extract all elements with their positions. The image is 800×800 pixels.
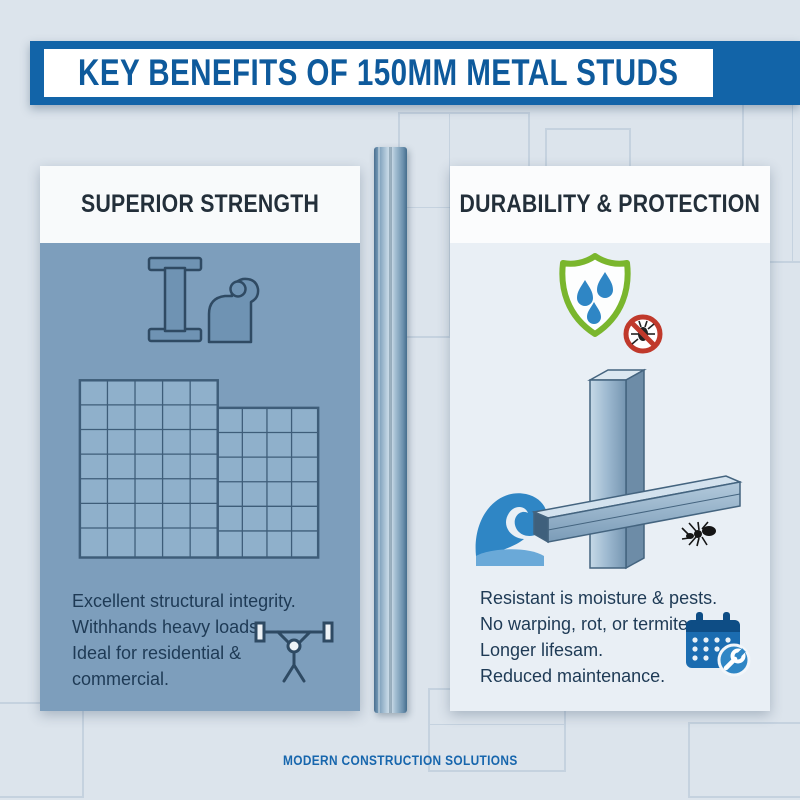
panel-superior-strength: SUPERIOR STRENGTH: [40, 166, 360, 711]
metal-stud-divider-illustration: [374, 147, 407, 713]
steel-frame-building-illustration: [78, 379, 320, 559]
right-panel-header: DURABILITY & PROTECTION: [450, 166, 770, 243]
benefit-line: commercial.: [72, 669, 170, 689]
blueprint-outline: [688, 722, 800, 798]
benefit-line: Withhands heavy loads.: [72, 617, 264, 637]
water-drop-icon: [577, 272, 613, 324]
footer: MODERN CONSTRUCTION SOLUTIONS: [0, 752, 800, 770]
ant-icon: [681, 521, 716, 547]
weightlifter-icon: [254, 621, 334, 683]
right-benefits-text: Resistant is moisture & pests. No warpin…: [480, 585, 717, 689]
calendar-wrench-icon: [686, 612, 751, 677]
benefit-line: Ideal for residential &: [72, 643, 242, 663]
benefit-line: Longer lifesam.: [480, 640, 604, 660]
benefit-line: No warping, rot, or termites.: [480, 614, 703, 634]
vertical-stud-icon: [587, 368, 647, 570]
header-banner: KEY BENEFITS OF 150MM METAL STUDS: [30, 41, 800, 105]
benefit-line: Excellent structural integrity.: [72, 591, 296, 611]
left-benefits-text: Excellent structural integrity. Withhand…: [72, 588, 296, 692]
no-pest-icon: [623, 314, 663, 354]
left-panel-header: SUPERIOR STRENGTH: [40, 166, 360, 243]
header-title-box: KEY BENEFITS OF 150MM METAL STUDS: [44, 49, 713, 97]
horizontal-channel-icon: [531, 475, 743, 544]
brand-text: MODERN CONSTRUCTION SOLUTIONS: [282, 753, 518, 768]
benefit-line: Reduced maintenance.: [480, 666, 666, 686]
wave-icon: [475, 493, 548, 566]
blueprint-outline: [0, 702, 84, 798]
left-panel-title: SUPERIOR STRENGTH: [80, 190, 320, 218]
page-title: KEY BENEFITS OF 150MM METAL STUDS: [78, 52, 679, 93]
panel-durability-protection: DURABILITY & PROTECTION: [450, 166, 770, 711]
shield-moisture-pest-icon: [559, 253, 663, 354]
stud-wave-ant-illustration: [475, 368, 743, 570]
ibeam-flex-arm-icon: [147, 256, 260, 344]
benefit-line: Resistant is moisture & pests.: [480, 588, 718, 608]
right-panel-title: DURABILITY & PROTECTION: [459, 190, 761, 218]
